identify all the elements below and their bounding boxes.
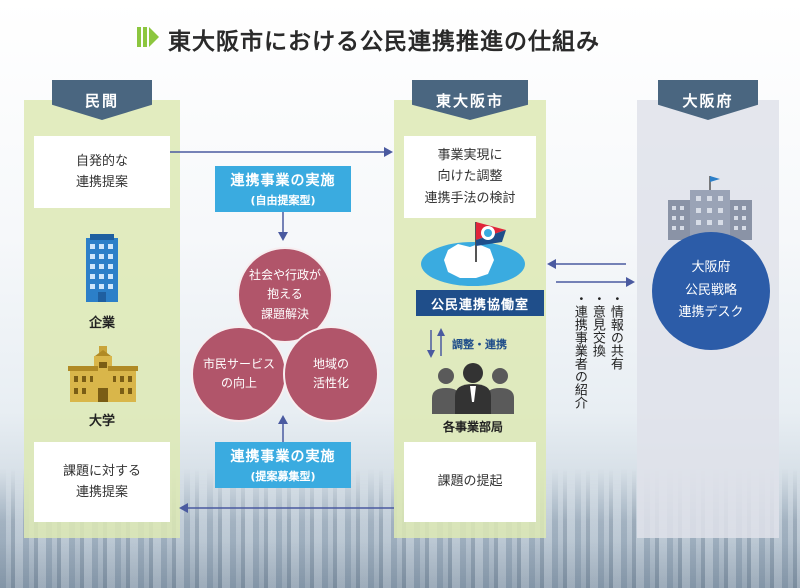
circle-regional-line-1: 地域の — [312, 356, 349, 371]
title-arrow-icon — [137, 27, 159, 47]
exchange-item-info: ・情報の共有 — [607, 292, 623, 370]
issue-raising-text: 課題の提起 — [437, 474, 503, 490]
free-proposal-sub: (自由提案型) — [250, 194, 316, 207]
issue-raising-box: 課題の提起 — [404, 442, 536, 522]
arrow-free-to-circles-head — [278, 232, 288, 241]
circle-regional-line-2: 活性化 — [312, 376, 349, 390]
circle-issue-solving: 社会や行政が抱える課題解決 — [237, 247, 333, 343]
voluntary-proposal-line-1: 自発的な — [75, 153, 128, 169]
circle-citizen-line-1: 市民サービス — [202, 356, 275, 371]
arrow-solicited-to-circles-head — [278, 415, 288, 424]
university-building-icon — [68, 346, 138, 402]
coordination-review-box: 事業実現に向けた調整連携手法の検討 — [404, 136, 536, 218]
review-line-3: 連携手法の検討 — [424, 190, 516, 206]
desk-line-2: 公民戦略 — [684, 282, 737, 298]
free-proposal-label: 連携事業の実施 (自由提案型) — [215, 166, 351, 212]
circle-regional-revitalization: 地域の活性化 — [283, 326, 379, 422]
arrow-prefecture-to-city-head — [626, 277, 635, 287]
desk-line-3: 連携デスク — [678, 305, 744, 321]
departments-label: 各事業部局 — [442, 420, 503, 434]
review-line-1: 事業実現に — [437, 147, 503, 163]
prefecture-building-icon — [668, 176, 752, 240]
circle-issue-line-2: 抱える — [267, 287, 303, 302]
coordination-label: 調整・連携 — [452, 338, 507, 351]
coordination-arrows-icon — [427, 328, 445, 358]
arrow-proposal-to-city-head — [384, 147, 393, 157]
exchange-item-introduction: ・連携事業者の紹介 — [571, 292, 587, 409]
circle-citizen-line-2: の向上 — [220, 376, 257, 390]
city-map-flag-icon — [421, 222, 525, 286]
issue-proposal-line-2: 連携提案 — [75, 485, 128, 500]
company-label: 企業 — [88, 316, 115, 331]
page-title: 東大阪市における公民連携推進の仕組み — [168, 29, 600, 55]
university-label: 大学 — [88, 414, 115, 429]
desk-line-1: 大阪府 — [691, 259, 731, 275]
arrow-city-to-prefecture-head — [547, 259, 556, 269]
review-line-2: 向けた調整 — [437, 169, 503, 185]
voluntary-proposal-line-2: 連携提案 — [75, 175, 128, 190]
departments-people-icon — [432, 363, 514, 414]
issue-proposal-line-1: 課題に対する — [62, 463, 141, 479]
public-private-office-label: 公民連携協働室 — [416, 290, 544, 316]
prefecture-desk-circle: 大阪府公民戦略連携デスク — [652, 232, 770, 350]
voluntary-proposal-box: 自発的な連携提案 — [34, 136, 170, 208]
free-proposal-main: 連携事業の実施 — [230, 173, 336, 189]
circle-issue-line-1: 社会や行政が — [248, 268, 321, 283]
company-building-icon — [86, 234, 118, 302]
solicited-proposal-sub: (提案募集型) — [250, 470, 316, 483]
solicited-proposal-label: 連携事業の実施 (提案募集型) — [215, 442, 351, 488]
solicited-proposal-main: 連携事業の実施 — [230, 449, 336, 465]
exchange-item-opinion: ・意見交換 — [589, 292, 605, 357]
issue-proposal-box: 課題に対する連携提案 — [34, 442, 170, 522]
circle-issue-line-3: 課題解決 — [260, 306, 309, 321]
circle-citizen-service: 市民サービスの向上 — [191, 326, 287, 422]
